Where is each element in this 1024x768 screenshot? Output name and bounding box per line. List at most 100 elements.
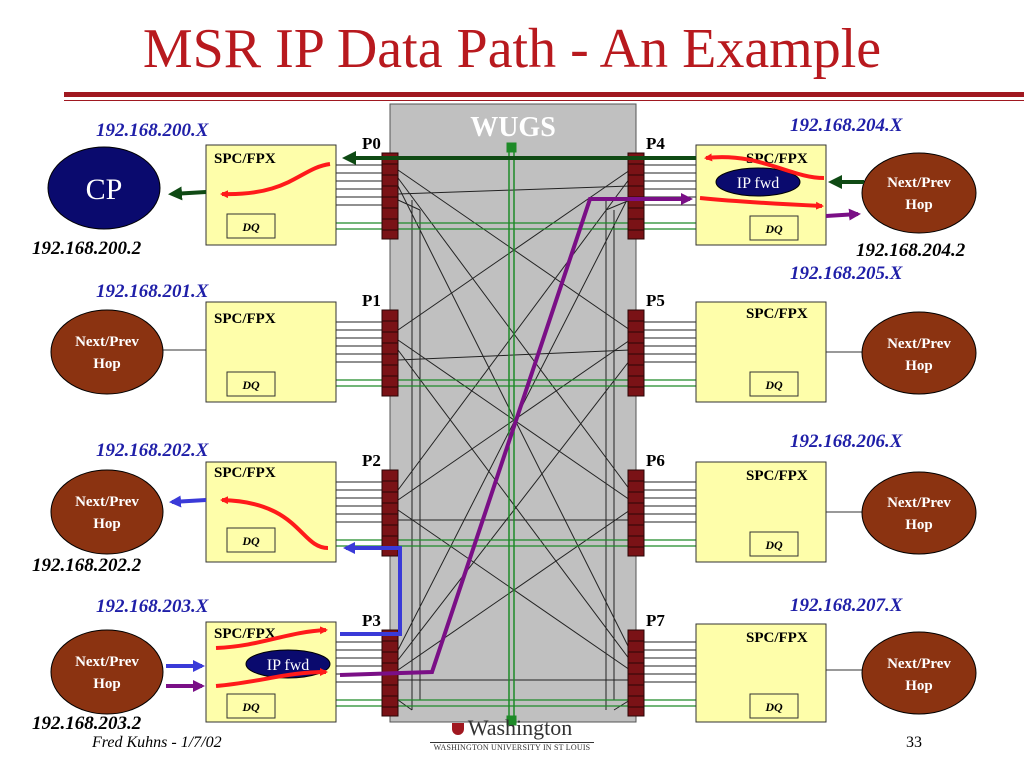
- cp-label: CP: [86, 173, 123, 206]
- spc-label: SPC/FPX: [214, 151, 276, 167]
- port-bar-p5: [627, 309, 645, 397]
- subnet-label-p1: 192.168.201.X: [96, 281, 210, 302]
- subnet-label-p0: 192.168.200.X: [96, 120, 210, 141]
- dq-label: DQ: [241, 700, 260, 714]
- port-label-p5: P5: [646, 291, 665, 310]
- dq-label: DQ: [764, 538, 783, 552]
- dq-box: [226, 371, 276, 397]
- subnet-label-p4: 192.168.204.X: [790, 115, 904, 136]
- wugs-label: WUGS: [470, 112, 556, 143]
- port-bar-ticks: [382, 163, 644, 708]
- spc-label: SPC/FPX: [746, 306, 808, 322]
- control-path: [168, 151, 864, 201]
- port-label-p4: P4: [646, 134, 665, 153]
- hop-node-p5: Next/Prev Hop: [861, 311, 977, 395]
- spc-label: SPC/FPX: [746, 151, 808, 167]
- port-label-p2: P2: [362, 451, 381, 470]
- hop-node-p2: Next/Prev Hop: [50, 469, 164, 555]
- hop-link-lines: [162, 349, 864, 671]
- hop-label-line2: Hop: [905, 358, 933, 374]
- spc-label: SPC/FPX: [746, 468, 808, 484]
- footer-author: Fred Kuhns - 1/7/02: [92, 734, 222, 751]
- subnet-label-p7: 192.168.207.X: [790, 595, 904, 616]
- dq-label: DQ: [764, 222, 783, 236]
- hop-node-p3: Next/Prev Hop: [50, 629, 164, 715]
- port-label-p7: P7: [646, 611, 665, 630]
- host-label-p2: 192.168.202.2: [32, 555, 142, 576]
- dq-label: DQ: [764, 378, 783, 392]
- subnet-label-p2: 192.168.202.X: [96, 440, 210, 461]
- hop-label-line1: Next/Prev: [75, 654, 139, 670]
- title-rule-thin: [64, 100, 1024, 101]
- hop-label-line1: Next/Prev: [887, 175, 951, 191]
- hop-label-line1: Next/Prev: [887, 656, 951, 672]
- title-rule-thick: [64, 92, 1024, 97]
- subnet-label-p6: 192.168.206.X: [790, 431, 904, 452]
- port-label-p6: P6: [646, 451, 665, 470]
- slide-title: MSR IP Data Path - An Example: [142, 18, 882, 80]
- shield-icon: [451, 723, 464, 735]
- ip-fwd-label: IP fwd: [737, 175, 780, 192]
- ip-fwd-p4: IP fwd: [715, 167, 801, 197]
- hop-label-line2: Hop: [93, 516, 121, 532]
- left-link-lines: [336, 164, 390, 683]
- spc-box-p7: SPC/FPX DQ: [695, 623, 827, 723]
- spc-label: SPC/FPX: [214, 626, 276, 642]
- hop-node-p6: Next/Prev Hop: [861, 471, 977, 555]
- logo-sub-text: WASHINGTON UNIVERSITY IN ST LOUIS: [430, 742, 594, 752]
- hop-node-p7: Next/Prev Hop: [861, 631, 977, 715]
- spc-label: SPC/FPX: [214, 311, 276, 327]
- host-label-p4: 192.168.204.2: [856, 240, 966, 261]
- port-bar-p6: [627, 469, 645, 557]
- port-bar-p0: [381, 152, 399, 240]
- spc-box-p6: SPC/FPX DQ: [695, 461, 827, 563]
- port-bar-p2: [381, 469, 399, 557]
- port-label-p0: P0: [362, 134, 381, 153]
- logo-main-text: Washington: [467, 715, 573, 740]
- blue-path: [166, 495, 402, 672]
- page-number: 33: [906, 734, 922, 751]
- hop-label-line2: Hop: [905, 678, 933, 694]
- dq-box: [226, 527, 276, 553]
- spc-label: SPC/FPX: [214, 465, 276, 481]
- red-paths: [215, 153, 825, 688]
- dq-box: [226, 693, 276, 719]
- cp-node: CP: [47, 146, 161, 230]
- port-label-p3: P3: [362, 611, 381, 630]
- dq-box: [749, 693, 799, 719]
- university-logo: Washington WASHINGTON UNIVERSITY IN ST L…: [430, 717, 594, 766]
- hop-label-line1: Next/Prev: [75, 494, 139, 510]
- hop-node-p1: Next/Prev Hop: [50, 309, 164, 395]
- dq-label: DQ: [241, 534, 260, 548]
- spc-box-p5: SPC/FPX DQ: [695, 301, 827, 403]
- hop-node-p4: Next/Prev Hop: [861, 152, 977, 234]
- hop-label-line1: Next/Prev: [887, 336, 951, 352]
- purple-path: [166, 193, 861, 692]
- host-label-p0: 192.168.200.2: [32, 238, 142, 259]
- port-bar-p7: [627, 629, 645, 717]
- host-label-p3: 192.168.203.2: [32, 713, 142, 734]
- hop-label-line2: Hop: [905, 517, 933, 533]
- hop-label-line2: Hop: [93, 356, 121, 372]
- subnet-label-p5: 192.168.205.X: [790, 263, 904, 284]
- wugs-switch: [389, 103, 637, 723]
- spc-box-p1: SPC/FPX DQ: [205, 301, 337, 403]
- dq-box: [226, 213, 276, 239]
- hop-label-line1: Next/Prev: [75, 334, 139, 350]
- port-bar-p4: [627, 152, 645, 240]
- port-label-p1: P1: [362, 291, 381, 310]
- spc-box-p0: SPC/FPX DQ: [205, 144, 337, 246]
- dq-label: DQ: [241, 220, 260, 234]
- dq-box: [749, 371, 799, 397]
- hop-label-line2: Hop: [905, 197, 933, 213]
- subnet-label-p3: 192.168.203.X: [96, 596, 210, 617]
- dq-label: DQ: [764, 700, 783, 714]
- switch-bus: [506, 142, 517, 726]
- hop-label-line2: Hop: [93, 676, 121, 692]
- dq-box: [749, 215, 799, 241]
- hop-label-line1: Next/Prev: [887, 495, 951, 511]
- right-link-lines: [636, 164, 696, 683]
- spc-label: SPC/FPX: [746, 630, 808, 646]
- ip-fwd-label: IP fwd: [267, 657, 310, 674]
